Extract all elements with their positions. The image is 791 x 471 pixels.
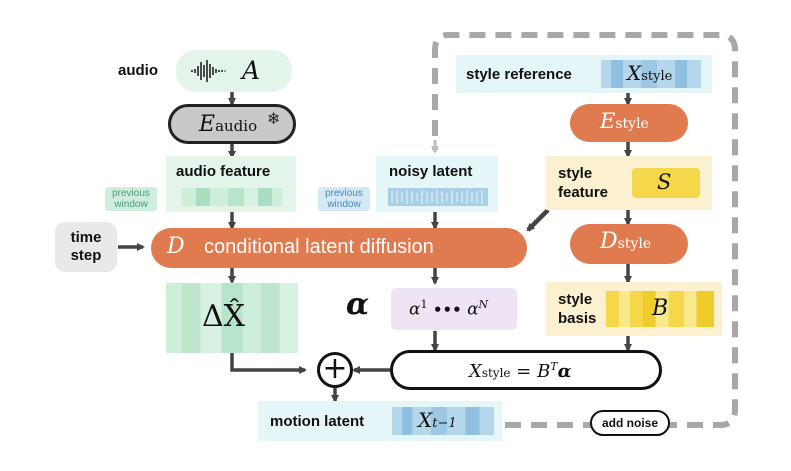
style-reference-symbol: X <box>627 61 642 85</box>
motion-latent-symbol: X <box>418 408 433 432</box>
equation-equals: = <box>510 361 538 382</box>
style-equation: Xstyle = BTα <box>390 350 662 390</box>
noisy-latent-box: noisy latent <box>376 156 498 212</box>
motion-latent-label: motion latent <box>270 413 365 430</box>
alpha-bold: α <box>346 287 370 322</box>
alpha-dots: ••• <box>432 300 462 319</box>
style-decoder-symbol: D <box>600 229 618 254</box>
audio-label: audio <box>118 62 158 79</box>
style-feature-line2: feature <box>558 184 609 201</box>
previous-window-left: previous window <box>105 187 157 211</box>
plus-symbol: + <box>322 351 348 386</box>
motion-latent-subscript: t−1 <box>432 416 457 431</box>
noisy-latent-strip <box>388 188 488 206</box>
delta-x-hat-box: ΔX̂ <box>166 283 298 353</box>
diffusion-label: conditional latent diffusion <box>204 236 434 258</box>
equation-b-sup: T <box>550 360 558 373</box>
noisy-latent-label: noisy latent <box>389 163 473 180</box>
previous-window-mid: previous window <box>318 187 370 211</box>
style-basis-box: style basis B <box>546 282 722 336</box>
style-decoder-subscript: style <box>617 236 652 252</box>
style-feature-box: style feature S <box>546 156 712 210</box>
audio-box: A <box>176 50 292 92</box>
equation-alpha: α <box>557 361 572 382</box>
style-reference-label: style reference <box>466 66 572 83</box>
equation-b: B <box>537 361 551 382</box>
audio-feature-box: audio feature <box>166 156 296 212</box>
sum-node: + <box>317 352 353 388</box>
add-noise-label: add noise <box>601 416 658 430</box>
audio-feature-label: audio feature <box>176 163 271 180</box>
style-basis-line2: basis <box>558 310 597 327</box>
diffusion-symbol: D <box>167 234 185 259</box>
style-feature-line1: style <box>558 165 593 182</box>
previous-window-mid-line2: window <box>327 199 361 210</box>
alpha-last: α <box>467 299 479 320</box>
audio-symbol: A <box>242 56 261 85</box>
alpha-first-sup: 1 <box>420 298 428 311</box>
arrow-stylefeature-to-diffusion <box>526 208 550 232</box>
style-encoder-subscript: style <box>615 116 649 132</box>
add-noise-pill: add noise <box>590 410 670 436</box>
time-step-box: time step <box>55 222 117 272</box>
style-reference-strip: Xstyle <box>601 60 701 88</box>
arrow-delta-to-sum <box>230 352 307 374</box>
previous-window-left-line2: window <box>114 199 148 210</box>
style-basis-symbol: B <box>652 296 669 321</box>
alpha-last-sup: N <box>478 298 489 311</box>
motion-latent-strip: Xt−1 <box>392 407 494 435</box>
style-reference-subscript: style <box>641 69 673 84</box>
audio-encoder-symbol: E <box>199 112 216 137</box>
style-feature-chip: S <box>632 168 700 198</box>
style-basis-strip: B <box>606 291 714 327</box>
audio-encoder: Eaudio ❄ <box>168 104 296 144</box>
style-feature-symbol: S <box>657 170 672 194</box>
style-decoder: Dstyle <box>570 224 688 264</box>
conditional-latent-diffusion: D conditional latent diffusion <box>151 228 527 268</box>
style-basis-line1: style <box>558 291 593 308</box>
style-encoder-symbol: E <box>600 109 616 133</box>
waveform-icon <box>191 60 226 82</box>
alpha-first: α <box>409 299 421 320</box>
alpha-sequence-box: α1 ••• αN <box>391 288 517 330</box>
previous-window-mid-line1: previous <box>325 188 363 199</box>
time-step-line1: time <box>70 229 102 246</box>
style-reference-box: style reference Xstyle <box>456 55 712 93</box>
delta-x-hat: ΔX̂ <box>202 299 246 334</box>
style-encoder: Estyle <box>570 104 688 142</box>
audio-encoder-subscript: audio <box>215 117 258 135</box>
equation-lhs: X <box>469 361 482 382</box>
time-step-line2: step <box>70 247 102 264</box>
noise-pattern <box>391 190 483 204</box>
previous-window-left-line1: previous <box>112 188 150 199</box>
equation-lhs-subscript: style <box>481 366 511 380</box>
motion-latent-box: motion latent Xt−1 <box>258 401 502 441</box>
audio-feature-strip <box>182 188 282 206</box>
snowflake-icon: ❄ <box>267 109 281 128</box>
